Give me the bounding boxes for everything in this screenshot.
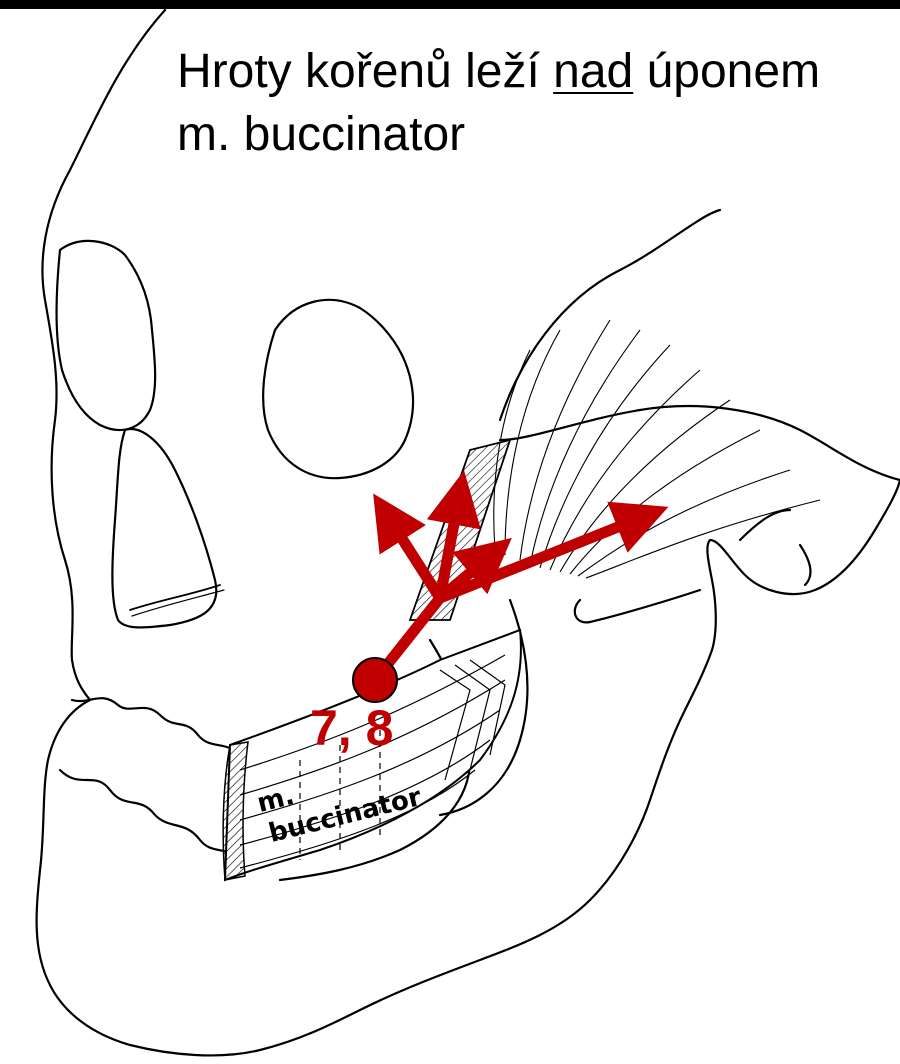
teeth-label: 7, 8: [310, 700, 393, 756]
arrow-up-left: [385, 512, 440, 598]
temporalis-fibers: [494, 320, 820, 578]
nasal-outline: [56, 241, 155, 430]
orbit-outline: [263, 300, 413, 478]
root-apex-dot: [353, 658, 397, 702]
